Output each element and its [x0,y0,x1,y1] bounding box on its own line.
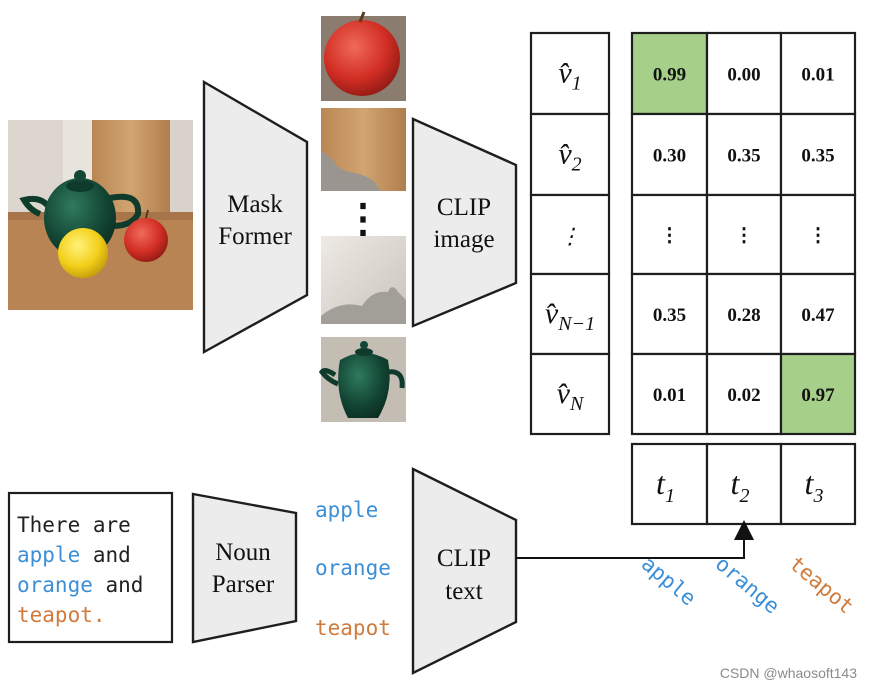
noun-parser-label-line2: Parser [212,571,275,598]
watermark-text: CSDN @whaosoft143 [720,665,857,681]
clip-text-label-line2: text [445,578,483,605]
matrix-cell [705,112,783,197]
clip-text-label-line1: CLIP [437,545,491,572]
sentence-word: and [80,543,131,567]
matrix-cell-value: 0.01 [801,65,834,86]
row-label-subscript: N [569,393,585,415]
matrix-cell-value: ⋮ [660,226,679,247]
input-photo [8,120,193,310]
maskformer-label-line2: Former [218,223,292,250]
mask-crop-ellipsis: ⋮ [343,196,383,241]
matrix-cell-value: 0.97 [801,385,835,406]
matrix-cell-value: 0.28 [727,305,760,326]
row-label-cell [529,272,611,356]
clip-image-block [411,117,518,328]
mask-crop-apple [321,11,406,101]
sentence-line: There are [17,513,131,537]
matrix-cell-value: 0.30 [653,146,686,167]
noun-parser-label-line1: Noun [215,539,271,566]
matrix-cell-highlighted [779,352,857,436]
matrix-cell-value: 0.35 [727,146,760,167]
row-label-column: v̂1v̂2⋮v̂N−1v̂N [529,31,611,436]
row-label-cell [529,112,611,197]
matrix-cell [705,31,783,116]
matrix-cell [779,112,857,197]
matrix-cell [779,31,857,116]
row-label-cell [529,193,611,276]
sentence-word: orange [17,573,93,597]
sentence-line: teapot. [17,603,106,627]
column-label-subscript: 3 [812,485,823,507]
matrix-cell-value: 0.00 [727,65,760,86]
clip-text-block [411,467,518,675]
sentence-word: There are [17,513,131,537]
row-label-cell [529,352,611,436]
sentence-word: apple [17,543,80,567]
mask-crop-wood [321,108,406,191]
matrix-cell-value: 0.02 [727,385,760,406]
matrix-cell-value: 0.35 [653,305,686,326]
sentence-word: and [93,573,144,597]
matrix-cell [630,193,709,276]
clip-image-label-line2: image [433,226,494,253]
maskformer-block [202,79,309,355]
column-label-cell [779,442,857,526]
rotated-noun: teapot [785,551,859,618]
text-embedding-arrow [516,520,754,559]
matrix-cell-value: ⋮ [735,226,754,247]
extracted-noun: orange [315,556,391,580]
extracted-noun: teapot [315,616,391,640]
extracted-noun-list: apple orange teapot [315,498,391,640]
sentence-box [7,491,174,644]
column-label-subscript: 2 [739,485,749,507]
sentence-word: teapot. [17,603,106,627]
matrix-cell-value: 0.01 [653,385,686,406]
clip-image-label-line1: CLIP [437,194,491,221]
mask-crop-wall [321,236,406,324]
column-label-cell [630,442,709,526]
row-label-subscript: 2 [572,154,582,176]
similarity-matrix: 0.99 0.00 0.01 0.30 0.35 0.35 ⋮ ⋮ ⋮ 0.35 0.28 0.47 0… [630,31,857,436]
noun-parser-block [191,492,298,644]
matrix-cell-value: 0.35 [801,146,834,167]
row-label-subscript: N−1 [557,313,595,335]
matrix-cell [779,272,857,356]
sentence-line: orange and [17,573,143,597]
maskformer-label-line1: Mask [227,191,283,218]
sentence-line: apple and [17,543,131,567]
extracted-noun: apple [315,498,378,522]
matrix-cell-value: 0.47 [801,305,835,326]
matrix-cell [705,193,783,276]
matrix-cell [779,193,857,276]
row-label-text: ⋮ [559,224,581,249]
rotated-noun: apple [637,551,701,610]
row-label-subscript: 1 [572,73,582,95]
matrix-cell-value: 0.99 [653,65,686,86]
matrix-cell-value: ⋮ [809,226,828,247]
column-label-subscript: 1 [665,485,675,507]
row-label-cell [529,31,611,116]
column-label-cell [705,442,783,526]
matrix-cell [705,272,783,356]
rotated-noun: orange [711,551,785,618]
mask-crop-teapot [318,337,406,422]
